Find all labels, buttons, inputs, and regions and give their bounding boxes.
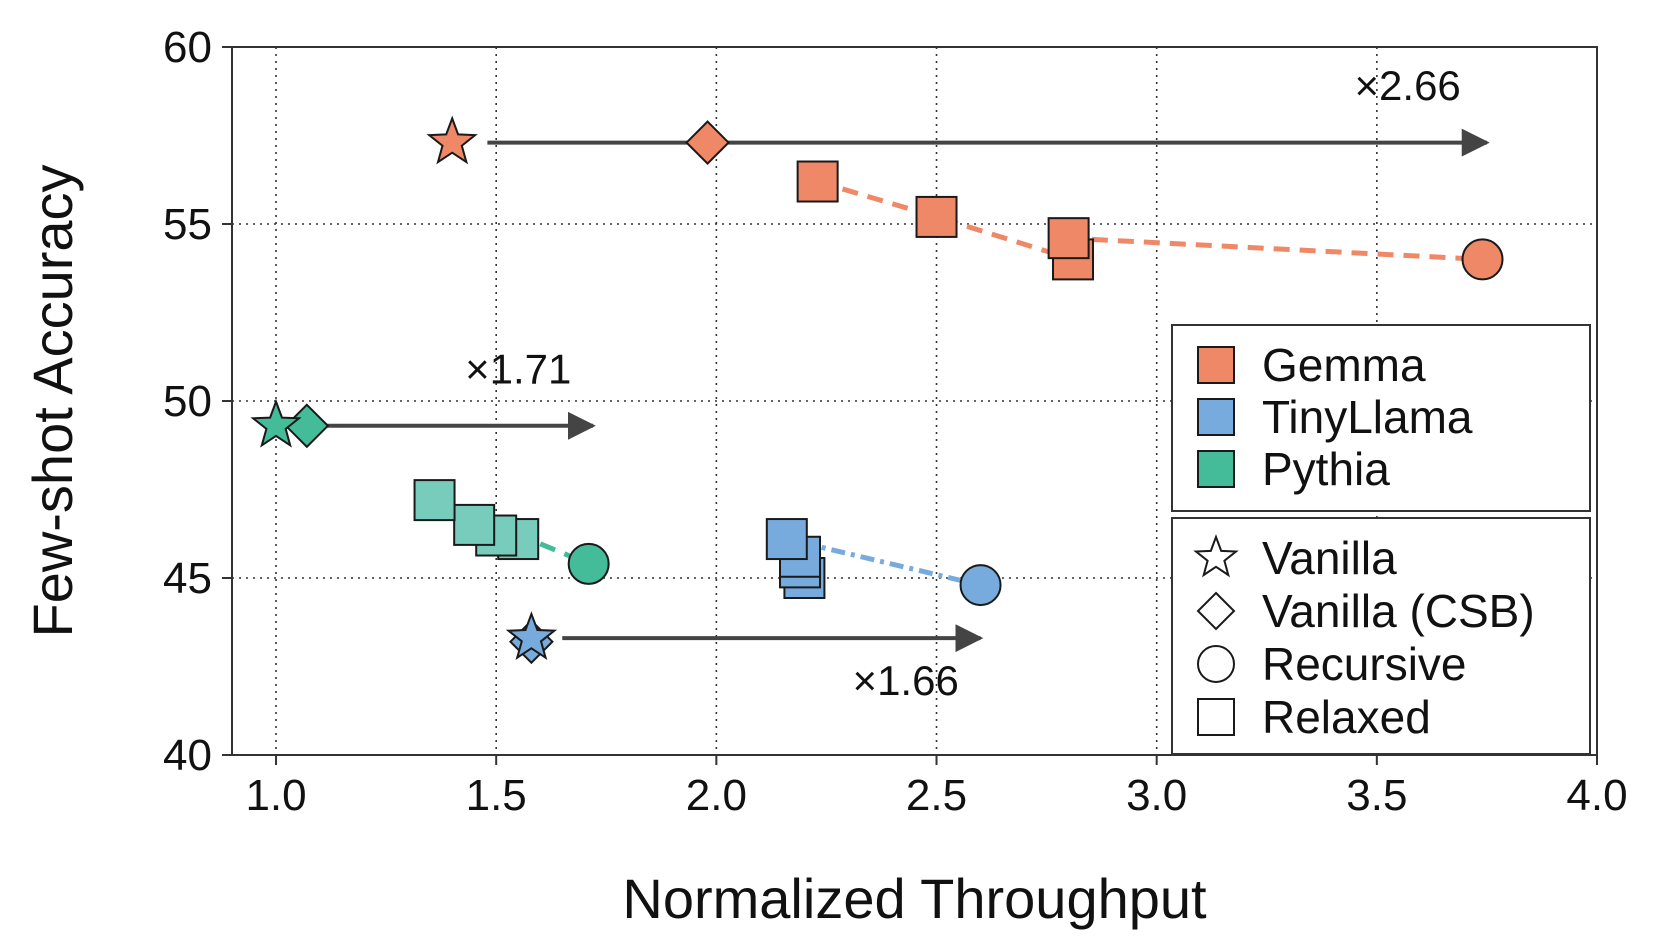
vanilla-csb-point: [685, 120, 730, 165]
x-tick-label: 4.0: [1566, 771, 1627, 820]
recursive-point: [1461, 238, 1504, 281]
vanilla-point: [250, 398, 302, 448]
legend-label: Vanilla (CSB): [1262, 585, 1535, 637]
vanilla-point: [426, 115, 478, 165]
legend-swatch: [1197, 450, 1235, 488]
speedup-label: ×2.66: [1355, 62, 1461, 109]
x-tick-label: 3.0: [1126, 771, 1187, 820]
data-markers: [250, 115, 1504, 665]
legend-label: Pythia: [1262, 443, 1390, 495]
relaxed-point: [453, 503, 496, 546]
relaxed-point: [796, 160, 839, 203]
y-tick-label: 50: [163, 377, 212, 426]
legend-label: Recursive: [1262, 638, 1467, 690]
recursive-point: [959, 564, 1002, 607]
legend-swatch: [1197, 346, 1235, 384]
axes: 1.0 1.5 2.0 2.5 3.0 3.5 4.0 40 45 50 55 60Normalize…: [21, 23, 1628, 930]
legend-circle-icon: [1197, 645, 1235, 683]
y-tick-label: 40: [163, 731, 212, 780]
x-tick-label: 2.0: [686, 771, 747, 820]
y-tick-label: 55: [163, 200, 212, 249]
recursive-point: [567, 542, 610, 585]
y-tick-label: 45: [163, 554, 212, 603]
relaxed-point: [765, 518, 808, 561]
legend-star-icon: [1193, 534, 1239, 578]
legend-label: Vanilla: [1262, 532, 1397, 584]
legend-label: Relaxed: [1262, 691, 1431, 743]
relaxed-point: [915, 195, 958, 238]
x-tick-label: 1.5: [466, 771, 527, 820]
x-tick-label: 3.5: [1346, 771, 1407, 820]
vanilla-csb-point: [284, 403, 330, 449]
legend-label: TinyLlama: [1262, 391, 1473, 443]
x-tick-label: 2.5: [906, 771, 967, 820]
legend-diamond-icon: [1196, 591, 1236, 631]
legend-square-icon: [1197, 698, 1235, 736]
x-tick-label: 1.0: [245, 771, 306, 820]
speedup-label: ×1.66: [853, 657, 959, 704]
y-axis-title: Few-shot Accuracy: [21, 164, 84, 637]
legend-label: Gemma: [1262, 339, 1426, 391]
legend-models-box: [1171, 324, 1591, 512]
legend-markers-box: [1171, 517, 1591, 755]
y-tick-label: 60: [163, 23, 212, 72]
relaxed-point: [413, 479, 456, 522]
annotation-arrows: ×2.66 ×1.71 ×1.66: [320, 62, 1490, 704]
relaxed-point: [1047, 217, 1090, 260]
x-axis-title: Normalized Throughput: [622, 867, 1207, 930]
speedup-label: ×1.71: [465, 345, 571, 392]
vanilla-point: [505, 611, 558, 661]
legend-swatch: [1197, 398, 1235, 436]
